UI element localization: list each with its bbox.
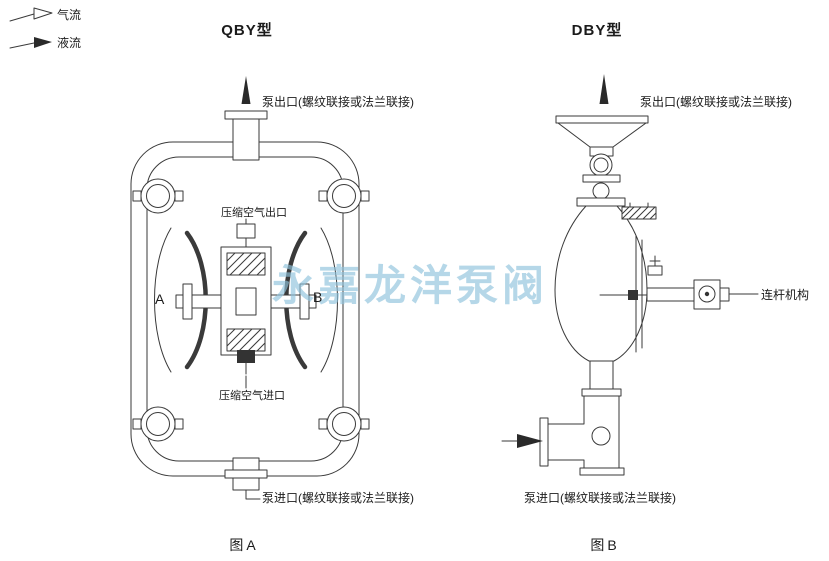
qby-title: QBY型 (221, 22, 273, 39)
qby-air-inlet-label: 压缩空气进口 (219, 390, 285, 402)
dby-pump-drawing (501, 74, 759, 476)
dby-inlet-label: 泵进口(螺纹联接或法兰联接) (524, 491, 676, 505)
qby-pump-drawing (130, 76, 370, 500)
chamber-b-label: B (313, 289, 323, 305)
chamber-a-label: A (155, 291, 165, 307)
figure-b-caption: 图B (590, 537, 620, 553)
qby-outlet-arrow-icon (241, 76, 251, 104)
legend-liquid-flow-label: 液流 (57, 36, 82, 50)
qby-outlet-label: 泵出口(螺纹联接或法兰联接) (262, 95, 414, 109)
figure-a-caption: 图A (229, 537, 259, 553)
watermark: 永嘉龙洋泵阀 (272, 262, 549, 309)
dby-title: DBY型 (571, 22, 623, 39)
dby-inlet-arrow-icon (517, 434, 543, 448)
liquid-flow-arrow-icon (9, 37, 52, 49)
linkage-label: 连杆机构 (761, 288, 810, 302)
air-flow-arrow-icon (9, 7, 53, 22)
qby-inlet-label: 泵进口(螺纹联接或法兰联接) (262, 491, 414, 505)
legend-air-flow-label: 气流 (57, 8, 82, 22)
qby-air-outlet-label: 压缩空气出口 (221, 207, 287, 219)
dby-outlet-label: 泵出口(螺纹联接或法兰联接) (640, 95, 792, 109)
dby-outlet-arrow-icon (599, 74, 609, 104)
